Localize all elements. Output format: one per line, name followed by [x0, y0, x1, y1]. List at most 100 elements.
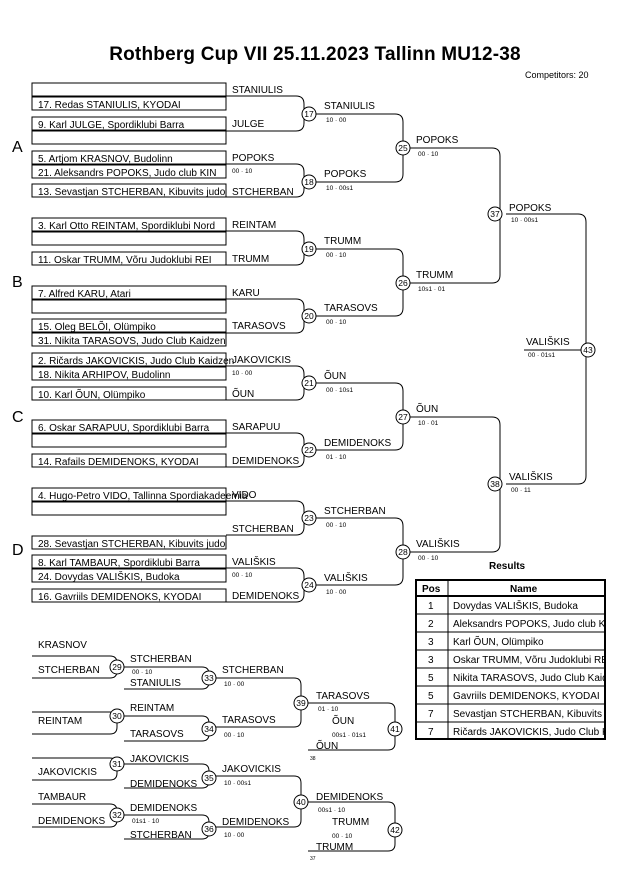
competitor-short-name: TARASOVS	[232, 321, 286, 332]
score: 10 · 00	[326, 117, 347, 124]
score: 10 · 00s1	[326, 185, 353, 192]
result-pos: 1	[428, 601, 434, 612]
result-name: Karl ÕUN, Olümpiko	[453, 635, 544, 648]
winner-name: TRUMM	[324, 236, 361, 247]
entry-name: 6. Oskar SARAPUU, Spordiklubi Barra	[38, 423, 210, 434]
result-name: Aleksandrs POPOKS, Judo club KIN	[453, 619, 615, 630]
champion-name: VALIŠKIS	[526, 335, 570, 348]
score: 10 · 00	[232, 370, 253, 377]
result-name: Dovydas VALIŠKIS, Budoka	[453, 599, 578, 612]
match-circle: 21	[301, 375, 317, 391]
svg-text:29: 29	[112, 662, 122, 672]
match-circle: 40	[293, 794, 309, 810]
competitor-short-name: TAMBAUR	[38, 792, 86, 803]
competitor-short-name: POPOKS	[232, 153, 275, 164]
results-title: Results	[489, 561, 526, 572]
score: 00 · 10	[326, 522, 347, 529]
svg-text:18: 18	[304, 177, 314, 187]
svg-text:17: 17	[304, 109, 314, 119]
competitor-short-name: STCHERBAN	[130, 830, 192, 841]
score: 00s1 · 01s1	[332, 732, 366, 739]
score: 00 · 10	[418, 151, 439, 158]
score: 00 · 10	[232, 168, 253, 175]
match-circle: 38	[487, 476, 503, 492]
match-circle: 24	[301, 577, 317, 593]
score: 00 · 10	[326, 319, 347, 326]
svg-text:40: 40	[296, 797, 306, 807]
score: 00 · 10	[326, 252, 347, 259]
match-ref: 37	[310, 856, 316, 862]
svg-text:31: 31	[112, 759, 122, 769]
score: 00 · 10s1	[326, 387, 353, 394]
winner-name: TARASOVS	[316, 691, 370, 702]
match-circle: 22	[301, 442, 317, 458]
match-circle: 31	[109, 756, 125, 772]
entry-name: 21. Aleksandrs POPOKS, Judo club KIN	[38, 168, 216, 179]
match-circle: 25	[395, 140, 411, 156]
result-pos: 5	[428, 691, 434, 702]
match-circle: 34	[201, 721, 217, 737]
match-circle: 35	[201, 770, 217, 786]
round4-lines	[506, 213, 587, 485]
winner-name: REINTAM	[130, 703, 174, 714]
result-pos: 3	[428, 655, 434, 666]
winner-name: JAKOVICKIS	[130, 754, 189, 765]
competitor-short-name: REINTAM	[232, 220, 276, 231]
score: 01 · 10	[326, 454, 347, 461]
result-name: Ričards JAKOVICKIS, Judo Club Kaidzen	[453, 727, 630, 738]
svg-text:32: 32	[112, 810, 122, 820]
group-b-label: B	[12, 274, 23, 291]
match-circle: 17	[301, 106, 317, 122]
winner-name: VALIŠKIS	[324, 571, 368, 584]
competitor-short-name: STCHERBAN	[38, 665, 100, 676]
result-name: Nikita TARASOVS, Judo Club Kaidzen	[453, 673, 624, 684]
svg-text:43: 43	[583, 345, 593, 355]
competitor-short-name: JAKOVICKIS	[232, 355, 291, 366]
match-circle: 20	[301, 308, 317, 324]
competitor-short-name: STCHERBAN	[232, 524, 294, 535]
entry-name: 5. Artjom KRASNOV, Budolinn	[38, 154, 173, 165]
competitor-short-name: KARU	[232, 288, 260, 299]
match-circle: 30	[109, 708, 125, 724]
round1-names: STANIULIS JULGE POPOKS 00 · 10 STCHERBAN…	[232, 85, 300, 602]
score: 00 · 10	[418, 555, 439, 562]
entry-name: 16. Gavriils DEMIDENOKS, KYODAI	[38, 592, 201, 603]
winner-name: DEMIDENOKS	[130, 803, 198, 814]
entry-name: 11. Oskar TRUMM, Võru Judoklubi REI	[38, 255, 212, 266]
result-name: Gavriils DEMIDENOKS, KYODAI	[453, 691, 600, 702]
match-ref: 38	[310, 756, 316, 762]
match-circle: 39	[293, 695, 309, 711]
entry-name: 18. Nikita ARHIPOV, Budolinn	[38, 370, 170, 381]
competitor-short-name: ÕUN	[332, 714, 354, 727]
svg-text:34: 34	[204, 724, 214, 734]
repechage-names: KRASNOV STCHERBAN REINTAM JAKOVICKIS TAM…	[38, 640, 384, 862]
score: 00 · 10	[232, 572, 253, 579]
winner-name: JAKOVICKIS	[222, 764, 281, 775]
winner-name: DEMIDENOKS	[222, 817, 290, 828]
competitor-short-name: TARASOVS	[130, 729, 184, 740]
match-circle: 23	[301, 510, 317, 526]
match-circle: 36	[201, 821, 217, 837]
match-circle: 26	[395, 275, 411, 291]
result-pos: 7	[428, 709, 434, 720]
page-title: Rothberg Cup VII 25.11.2023 Tallinn MU12…	[109, 44, 521, 65]
round2-names: STANIULIS 10 · 00 POPOKS 10 · 00s1 TRUMM…	[324, 101, 392, 596]
winner-name: POPOKS	[416, 135, 459, 146]
entry-name: 15. Oleg BELÕI, Olümpiko	[38, 320, 156, 333]
score: 00 · 10	[224, 732, 245, 739]
round3-names: POPOKS 00 · 10 TRUMM 10s1 · 01 ÕUN 10 · …	[416, 135, 460, 562]
competitor-short-name: DEMIDENOKS	[130, 779, 198, 790]
score: 10s1 · 01	[418, 286, 445, 293]
result-pos: 2	[428, 619, 434, 630]
match-circle: 19	[301, 241, 317, 257]
winner-name: DEMIDENOKS	[324, 438, 392, 449]
svg-text:19: 19	[304, 244, 314, 254]
match-circle: 29	[109, 659, 125, 675]
entry-boxes	[31, 82, 227, 603]
result-name: Sevastjan STCHERBAN, Kibuvits judo	[453, 709, 624, 720]
svg-text:27: 27	[398, 412, 408, 422]
svg-text:26: 26	[398, 278, 408, 288]
competitor-short-name: TRUMM	[232, 254, 269, 265]
winner-name: ÕUN	[324, 369, 346, 382]
entry-name: 8. Karl TAMBAUR, Spordiklubi Barra	[38, 558, 200, 569]
